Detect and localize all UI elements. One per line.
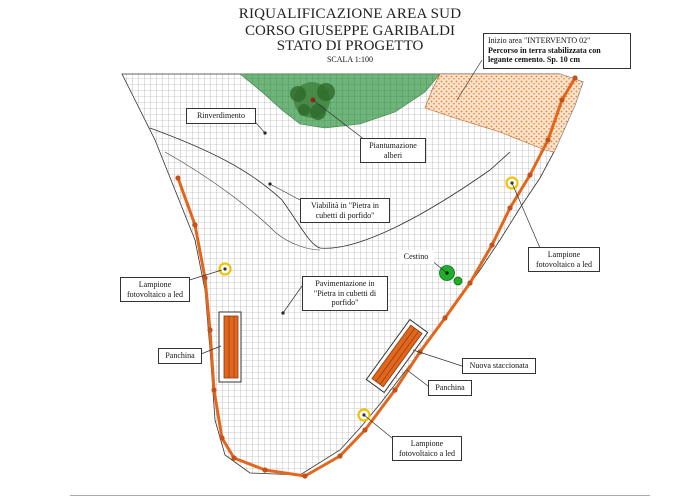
title-line-3: STATO DI PROGETTO: [276, 38, 424, 54]
label-panchina-right: Panchina: [428, 380, 472, 396]
tree-canopy: [290, 82, 335, 120]
label-lampione-left: Lampione fotovoltaico a led: [120, 277, 190, 302]
lamp-icon-left: [218, 262, 232, 276]
road-outline: [149, 127, 511, 249]
label-lampione-right: Lampione fotovoltaico a led: [528, 247, 600, 272]
intervention-info-box: Inizio area "INTERVENTO 02" Percorso in …: [483, 33, 631, 69]
title-line-2: CORSO GIUSEPPE GARIBALDI: [244, 23, 456, 39]
fence-left: [176, 177, 341, 478]
scale-label: SCALA 1:100: [326, 55, 373, 64]
label-lampione-bottom: Lampione fotovoltaico a led: [392, 436, 462, 461]
info-line-1: Inizio area "INTERVENTO 02": [488, 36, 591, 45]
bench-left: [218, 311, 242, 383]
info-line-2: Percorso in terra stabilizzata con legan…: [488, 45, 601, 65]
label-rinverdimento: Rinverdimento: [186, 108, 256, 124]
label-cestino: Cestino: [398, 250, 434, 264]
label-piantumazione: Piantumazione alberi: [360, 138, 426, 163]
fence-right: [338, 77, 577, 458]
fence-posts: [175, 75, 578, 479]
lamp-icon-right: [505, 176, 519, 190]
label-viabilita: Viabilità in "Pietra in cubetti di porfi…: [300, 198, 390, 223]
leader-lines: [182, 59, 541, 439]
road-inner-edge: [164, 151, 321, 251]
label-staccionata: Nuova staccionata: [462, 358, 536, 374]
footer-rule: [70, 495, 650, 496]
bench-right: [365, 318, 429, 394]
title-line-1: RIQUALIFICAZIONE AREA SUD: [238, 6, 462, 22]
label-pavimentazione: Pavimentazione in "Pietra in cubetti di …: [302, 276, 388, 311]
green-area: [239, 74, 441, 129]
label-panchina-left: Panchina: [158, 348, 202, 364]
